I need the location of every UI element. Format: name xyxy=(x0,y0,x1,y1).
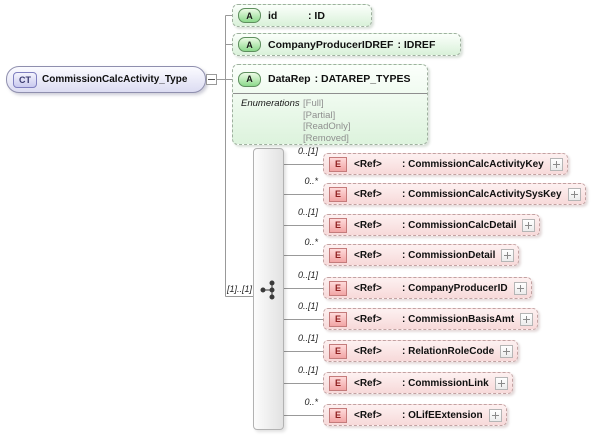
cardinality-label: 0..[1] xyxy=(297,146,318,156)
cardinality-label: 0..* xyxy=(304,397,318,407)
enumerations-list: [Full] [Partial] [ReadOnly] [Removed] xyxy=(303,98,351,144)
enumerations-label: Enumerations xyxy=(241,98,300,109)
expand-icon[interactable] xyxy=(501,248,515,262)
cardinality-label: 0..* xyxy=(304,237,318,247)
expand-icon[interactable] xyxy=(520,312,534,326)
collapse-icon[interactable] xyxy=(206,74,217,85)
element-icon: E xyxy=(329,375,347,391)
attribute-icon: A xyxy=(238,8,261,23)
element-type: : CommissionCalcActivitySysKey xyxy=(402,188,562,200)
enumeration-value: [Partial] xyxy=(303,109,336,121)
sequence-bar[interactable] xyxy=(253,148,284,430)
element-ref: <Ref> xyxy=(354,409,382,421)
complex-type-title: CommissionCalcActivity_Type xyxy=(42,74,188,85)
enumeration-value: [Full] xyxy=(303,98,324,109)
complex-type-box[interactable]: CT CommissionCalcActivity_Type xyxy=(6,66,206,93)
sequence-icon xyxy=(260,280,275,300)
element-type: : CommissionLink xyxy=(402,377,489,389)
element-ref: <Ref> xyxy=(354,345,382,357)
element-ref: <Ref> xyxy=(354,219,382,231)
element-type: : OLifEExtension xyxy=(402,409,483,421)
expand-icon[interactable] xyxy=(494,376,508,390)
cardinality-label: 0..[1] xyxy=(297,207,318,217)
attribute-icon: A xyxy=(238,71,261,87)
element-type: : CompanyProducerID xyxy=(402,282,508,294)
attribute-companyproduceridref[interactable]: A CompanyProducerIDREF : IDREF xyxy=(232,33,461,56)
element-icon: E xyxy=(329,343,347,359)
element-commissioncalcdetail[interactable]: E <Ref> : CommissionCalcDetail xyxy=(323,214,541,236)
element-icon: E xyxy=(329,217,347,233)
expand-icon[interactable] xyxy=(513,281,527,295)
expand-icon[interactable] xyxy=(488,408,502,422)
cardinality-label: 0..[1] xyxy=(297,270,318,280)
element-ref: <Ref> xyxy=(354,282,382,294)
element-icon: E xyxy=(329,407,347,423)
element-relationrolecode[interactable]: E <Ref> : RelationRoleCode xyxy=(323,340,519,362)
element-commissioncalcactivitykey[interactable]: E <Ref> : CommissionCalcActivityKey xyxy=(323,153,568,175)
element-ref: <Ref> xyxy=(354,158,382,170)
attribute-icon: A xyxy=(238,37,261,52)
complex-type-icon: CT xyxy=(13,71,37,88)
enumeration-value: [ReadOnly] xyxy=(303,121,351,132)
element-ref: <Ref> xyxy=(354,377,382,389)
element-ref: <Ref> xyxy=(354,313,382,325)
element-icon: E xyxy=(329,247,347,263)
enumeration-value: [Removed] xyxy=(303,132,349,144)
attribute-datarep[interactable]: A DataRep : DATAREP_TYPES Enumerations [… xyxy=(232,64,428,145)
element-type: : RelationRoleCode xyxy=(402,345,495,357)
attribute-type: : DATAREP_TYPES xyxy=(314,73,411,85)
cardinality-label: 0..[1] xyxy=(297,333,318,343)
attribute-name: CompanyProducerIDREF xyxy=(268,38,394,51)
expand-icon[interactable] xyxy=(500,344,514,358)
expand-icon[interactable] xyxy=(549,157,563,171)
sequence-cardinality: [1]..[1] xyxy=(226,284,252,294)
element-commissionbasisamt[interactable]: E <Ref> : CommissionBasisAmt xyxy=(323,308,539,330)
attribute-name: DataRep xyxy=(268,73,311,85)
attribute-type: : IDREF xyxy=(397,38,436,51)
element-icon: E xyxy=(329,311,347,327)
element-commissionlink[interactable]: E <Ref> : CommissionLink xyxy=(323,372,513,394)
element-type: : CommissionDetail xyxy=(402,249,496,261)
element-commissiondetail[interactable]: E <Ref> : CommissionDetail xyxy=(323,244,520,266)
cardinality-label: 0..[1] xyxy=(297,301,318,311)
element-icon: E xyxy=(329,186,347,202)
element-ref: <Ref> xyxy=(354,188,382,200)
element-icon: E xyxy=(329,280,347,296)
element-commissioncalcactivitysyskey[interactable]: E <Ref> : CommissionCalcActivitySysKey xyxy=(323,183,586,205)
element-olifeextension[interactable]: E <Ref> : OLifEExtension xyxy=(323,404,507,426)
element-companyproducerid[interactable]: E <Ref> : CompanyProducerID xyxy=(323,277,532,299)
element-ref: <Ref> xyxy=(354,249,382,261)
cardinality-label: 0..* xyxy=(304,176,318,186)
expand-icon[interactable] xyxy=(522,218,536,232)
attribute-type: : ID xyxy=(308,9,325,22)
expand-icon[interactable] xyxy=(567,187,581,201)
element-icon: E xyxy=(329,156,347,172)
cardinality-label: 0..[1] xyxy=(297,365,318,375)
element-type: : CommissionCalcDetail xyxy=(402,219,517,231)
element-type: : CommissionBasisAmt xyxy=(402,313,515,325)
element-type: : CommissionCalcActivityKey xyxy=(402,158,544,170)
attribute-name: id xyxy=(268,9,278,22)
minus-glyph xyxy=(208,79,215,80)
attribute-id[interactable]: A id : ID xyxy=(232,4,372,27)
